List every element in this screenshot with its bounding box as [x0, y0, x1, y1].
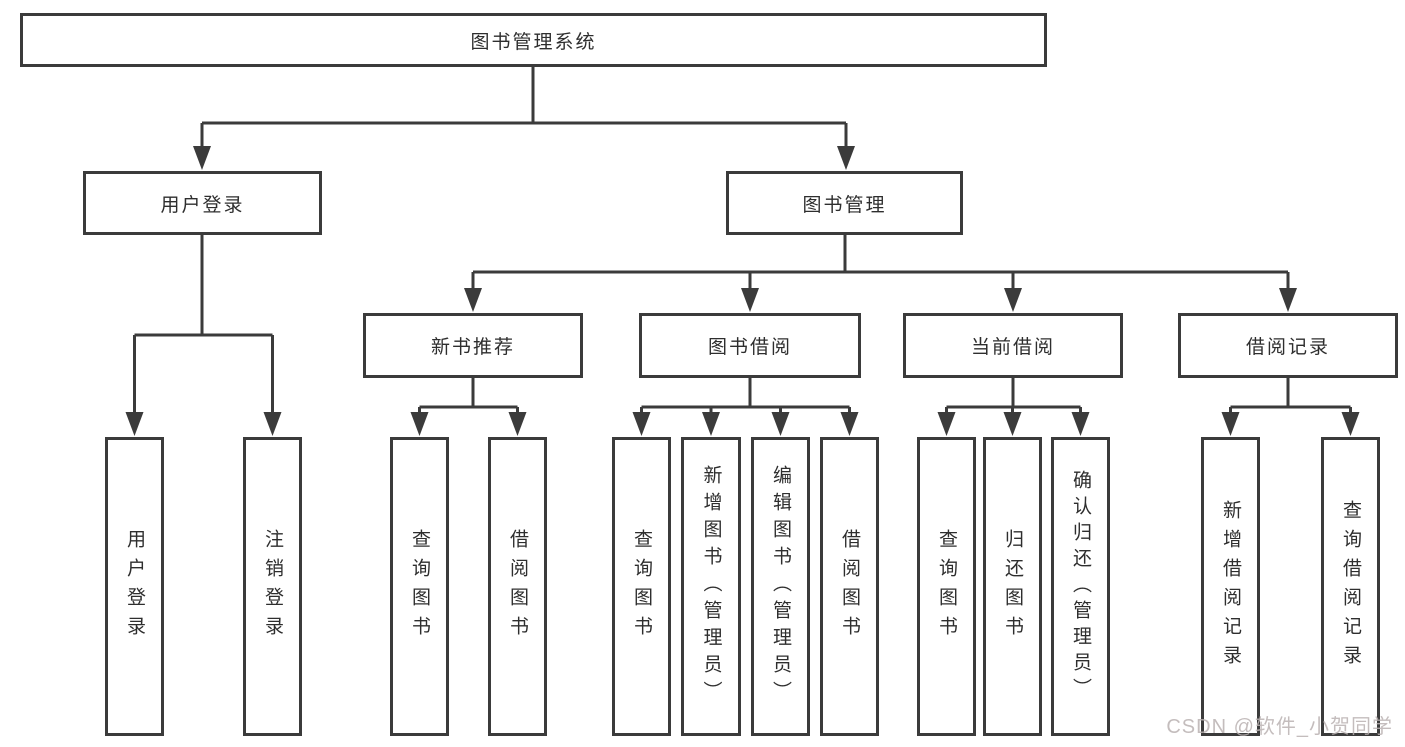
leaf-return-books-label: 归还图书 [1002, 528, 1023, 645]
leaf-borrow-books: 借阅图书 [820, 437, 879, 736]
leaf-confirm-return-admin: 确认归还（管理员） [1051, 437, 1110, 736]
leaf-edit-books-admin-label: 编辑图书（管理员） [770, 465, 791, 708]
node-new-book-recommendation: 新书推荐 [363, 313, 583, 378]
leaf-query-books-recommend-label: 查询图书 [409, 528, 430, 645]
node-book-borrowing: 图书借阅 [639, 313, 861, 378]
node-current-borrowing: 当前借阅 [903, 313, 1123, 378]
leaf-query-books-recommend: 查询图书 [390, 437, 449, 736]
leaf-edit-books-admin: 编辑图书（管理员） [751, 437, 810, 736]
leaf-add-books-admin: 新增图书（管理员） [681, 437, 741, 736]
leaf-user-login-label: 用户登录 [124, 528, 145, 645]
leaf-query-books-current: 查询图书 [917, 437, 976, 736]
leaf-add-borrow-record: 新增借阅记录 [1201, 437, 1260, 736]
node-borrowing-records: 借阅记录 [1178, 313, 1398, 378]
csdn-watermark: CSDN @软件_小贺同学 [1166, 716, 1393, 738]
node-user-login: 用户登录 [83, 171, 322, 235]
leaf-borrow-books-recommend-label: 借阅图书 [507, 528, 528, 645]
leaf-add-books-admin-label: 新增图书（管理员） [700, 465, 722, 708]
leaf-logout: 注销登录 [243, 437, 302, 736]
leaf-return-books: 归还图书 [983, 437, 1042, 736]
leaf-borrow-books-recommend: 借阅图书 [488, 437, 547, 736]
leaf-query-borrow-record: 查询借阅记录 [1321, 437, 1380, 736]
leaf-query-books-borrow: 查询图书 [612, 437, 671, 736]
leaf-query-borrow-record-label: 查询借阅记录 [1340, 499, 1361, 674]
leaf-add-borrow-record-label: 新增借阅记录 [1220, 499, 1241, 674]
leaf-user-login: 用户登录 [105, 437, 164, 736]
leaf-query-books-borrow-label: 查询图书 [631, 528, 652, 645]
leaf-logout-label: 注销登录 [262, 528, 283, 645]
leaf-borrow-books-label: 借阅图书 [839, 528, 860, 645]
node-book-management: 图书管理 [726, 171, 963, 235]
leaf-query-books-current-label: 查询图书 [936, 528, 957, 645]
node-root: 图书管理系统 [20, 13, 1047, 67]
leaf-confirm-return-admin-label: 确认归还（管理员） [1070, 469, 1091, 704]
